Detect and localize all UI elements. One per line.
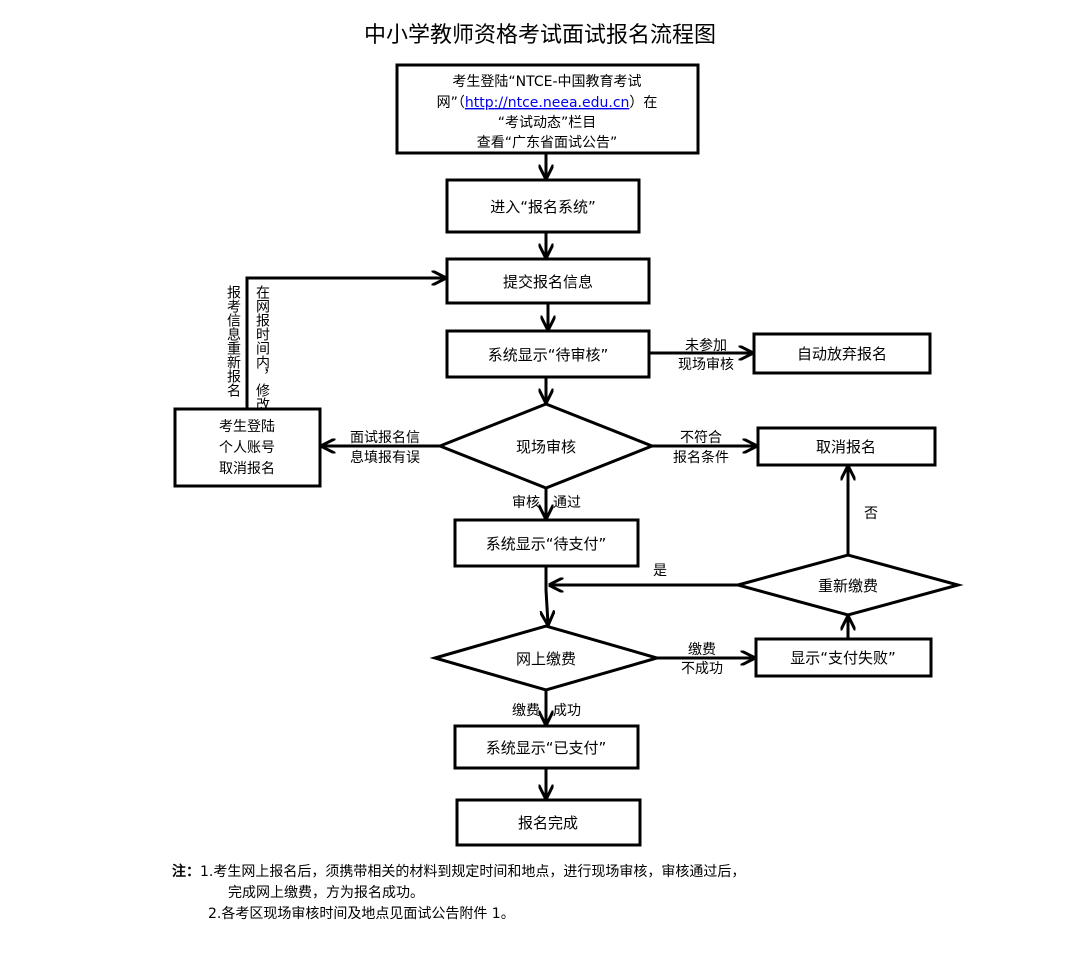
ntce-link[interactable]: http://ntce.neea.edu.cn — [465, 95, 630, 111]
footnote-2: 2.各考区现场审核时间及地点见面试公告附件 1。 — [172, 904, 745, 925]
step-cancel-personal: 考生登陆 个人账号 取消报名 — [173, 407, 322, 488]
edge-label-pay-ok-b: 成功 — [553, 703, 581, 719]
edge-label-info-error-1: 面试报名信 — [350, 430, 420, 446]
cancel-personal-line-2: 个人账号 — [219, 440, 275, 456]
edge-label-not-qualified-1: 不符合 — [680, 430, 722, 446]
step-submit-info: 提交报名信息 — [445, 257, 651, 305]
login-line-4: 查看“广东省面试公告” — [477, 135, 618, 151]
decision-online-payment: 网上缴费 — [429, 624, 663, 692]
edge-label-not-qualified-2: 报名条件 — [673, 449, 729, 466]
arrow-personal-to-submit — [245, 278, 445, 409]
auto-abandon-label: 自动放弃报名 — [797, 345, 887, 363]
footnote-1-line-a: 1.考生网上报名后，须携带相关的材料到规定时间和地点，进行现场审核，审核通过后， — [200, 864, 746, 880]
step-enter-system: 进入“报名系统” — [445, 178, 641, 234]
edge-label-yes: 是 — [653, 563, 667, 579]
login-line-2: 网”（http://ntce.neea.edu.cn）在 — [437, 95, 658, 111]
edge-label-review-b: 通过 — [553, 495, 581, 511]
step-pending-payment: 系统显示“待支付” — [453, 518, 640, 568]
step-cancel-signup: 取消报名 — [756, 426, 937, 467]
decision-repay: 重新缴费 — [732, 553, 964, 617]
payment-failed-label: 显示“支付失败” — [790, 649, 896, 667]
onsite-review-label: 现场审核 — [516, 438, 576, 456]
enter-system-label: 进入“报名系统” — [490, 198, 596, 216]
submit-info-label: 提交报名信息 — [503, 273, 593, 291]
step-login-ntce: 考生登陆“NTCE-中国教育考试 网”（http://ntce.neea.edu… — [395, 63, 700, 155]
edge-label-pay-fail-2: 不成功 — [681, 661, 723, 677]
edge-label-review-a: 审核 — [512, 495, 540, 511]
done-label: 报名完成 — [518, 814, 578, 832]
cancel-personal-line-3: 取消报名 — [219, 461, 275, 477]
online-payment-label: 网上缴费 — [516, 650, 576, 668]
edge-label-info-error-2: 息填报有误 — [350, 449, 420, 466]
cancel-personal-line-1: 考生登陆 — [219, 419, 275, 435]
footnotes: 注：1.考生网上报名后，须携带相关的材料到规定时间和地点，进行现场审核，审核通过… — [172, 862, 745, 925]
pending-payment-label: 系统显示“待支付” — [486, 535, 607, 553]
step-pending-review: 系统显示“待审核” — [445, 329, 651, 379]
edge-label-modify-vertical: 在网报时间内，修改 — [254, 285, 270, 411]
footnote-1-line-b: 完成网上缴费，方为报名成功。 — [228, 885, 424, 901]
edge-label-pay-ok-a: 缴费 — [512, 703, 540, 719]
edge-label-pay-fail-1: 缴费 — [688, 642, 716, 658]
footnote-2-text: 2.各考区现场审核时间及地点见面试公告附件 1。 — [208, 906, 515, 922]
cancel-signup-label: 取消报名 — [816, 438, 876, 456]
step-payment-failed: 显示“支付失败” — [754, 637, 933, 678]
repay-label: 重新缴费 — [818, 577, 878, 595]
decision-onsite-review: 现场审核 — [435, 402, 657, 490]
footnote-1-continued: 完成网上缴费，方为报名成功。 — [172, 883, 745, 904]
paid-label: 系统显示“已支付” — [486, 739, 607, 757]
login-line-3: “考试动态”栏目 — [498, 115, 597, 131]
edge-label-not-attend-2: 现场审核 — [678, 357, 734, 373]
step-auto-abandon: 自动放弃报名 — [752, 332, 932, 375]
edge-label-reapply-vertical: 报考信息重新报名 — [225, 285, 241, 397]
pending-review-label: 系统显示“待审核” — [488, 346, 609, 364]
step-paid: 系统显示“已支付” — [453, 724, 640, 770]
page-title: 中小学教师资格考试面试报名流程图 — [364, 23, 716, 48]
footnote-1: 注：1.考生网上报名后，须携带相关的材料到规定时间和地点，进行现场审核，审核通过… — [172, 862, 745, 883]
step-done: 报名完成 — [455, 798, 642, 847]
edge-label-no: 否 — [864, 506, 878, 522]
footnote-label: 注： — [172, 864, 200, 880]
edge-label-not-attend-1: 未参加 — [685, 337, 727, 354]
login-line-1: 考生登陆“NTCE-中国教育考试 — [452, 74, 641, 90]
arrow-pending-payment-to-online — [546, 566, 548, 624]
